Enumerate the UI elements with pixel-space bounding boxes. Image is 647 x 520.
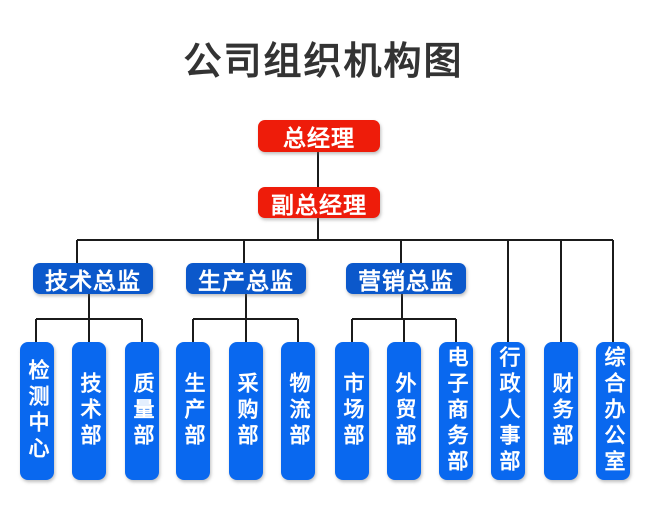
- node-label: 技术总监: [45, 267, 141, 294]
- node-label: 综合办公室: [602, 346, 625, 476]
- node-label: 质量部: [131, 372, 154, 450]
- node-label: 总经理: [283, 125, 355, 151]
- node-director-production: 生产总监: [186, 263, 306, 294]
- node-dept-ecommerce: 电子商务部: [439, 342, 473, 480]
- node-label: 技术部: [78, 372, 101, 450]
- node-dept-marketing: 市场部: [335, 342, 369, 480]
- node-dept-foreign-trade: 外贸部: [387, 342, 421, 480]
- node-label: 市场部: [341, 372, 364, 450]
- node-label: 外贸部: [393, 372, 416, 450]
- node-dept-testing-center: 检测中心: [20, 342, 54, 480]
- node-label: 生产部: [182, 372, 205, 450]
- page-title: 公司组织机构图: [183, 41, 464, 83]
- node-dept-logistics: 物流部: [281, 342, 315, 480]
- node-label: 财务部: [550, 372, 573, 450]
- node-label: 检测中心: [26, 359, 49, 463]
- node-dept-general-office: 综合办公室: [596, 342, 630, 480]
- node-general-manager: 总经理: [258, 120, 380, 152]
- node-dept-purchasing: 采购部: [229, 342, 263, 480]
- node-dept-finance: 财务部: [544, 342, 578, 480]
- node-label: 电子商务部: [445, 346, 468, 476]
- node-dept-production: 生产部: [176, 342, 210, 480]
- node-deputy-general-manager: 副总经理: [258, 187, 380, 218]
- node-dept-admin-hr: 行政人事部: [491, 342, 525, 480]
- node-label: 副总经理: [271, 191, 367, 218]
- node-label: 采购部: [235, 372, 258, 450]
- node-label: 物流部: [287, 372, 310, 450]
- node-label: 行政人事部: [497, 346, 520, 476]
- node-label: 生产总监: [198, 267, 294, 294]
- node-dept-quality: 质量部: [125, 342, 159, 480]
- node-director-marketing: 营销总监: [346, 263, 466, 294]
- node-director-technology: 技术总监: [33, 263, 153, 294]
- node-label: 营销总监: [358, 267, 454, 294]
- node-dept-technology: 技术部: [72, 342, 106, 480]
